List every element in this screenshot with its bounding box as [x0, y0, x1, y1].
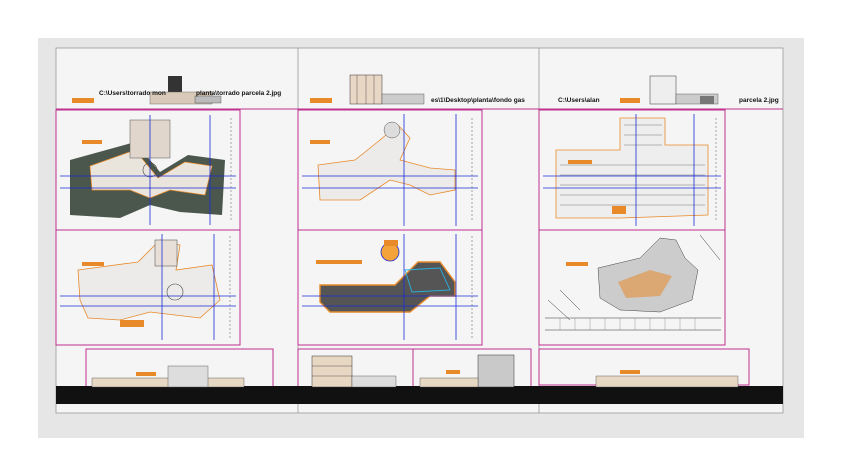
- file-path-label-5: parcela 2.jpg: [739, 97, 779, 104]
- site-plan: [545, 234, 721, 331]
- file-path-label-3: es\1\Desktop\planta\fondo gas: [431, 97, 525, 104]
- file-path-label-1: C:\Users\torrado mon: [99, 90, 166, 97]
- bottom-elevations: [56, 354, 783, 404]
- ground-band: [56, 386, 783, 404]
- parking-plan: [543, 114, 721, 226]
- floor-plan-3: [302, 114, 478, 226]
- file-path-label-4: C:\Users\alan: [558, 97, 600, 104]
- floor-plan-1: [60, 115, 236, 225]
- file-path-label-2: planta\torrado parcela 2.jpg: [196, 90, 281, 97]
- floor-plan-4: [302, 234, 478, 340]
- top-elevations: [72, 74, 719, 105]
- floor-plan-2: [60, 234, 236, 340]
